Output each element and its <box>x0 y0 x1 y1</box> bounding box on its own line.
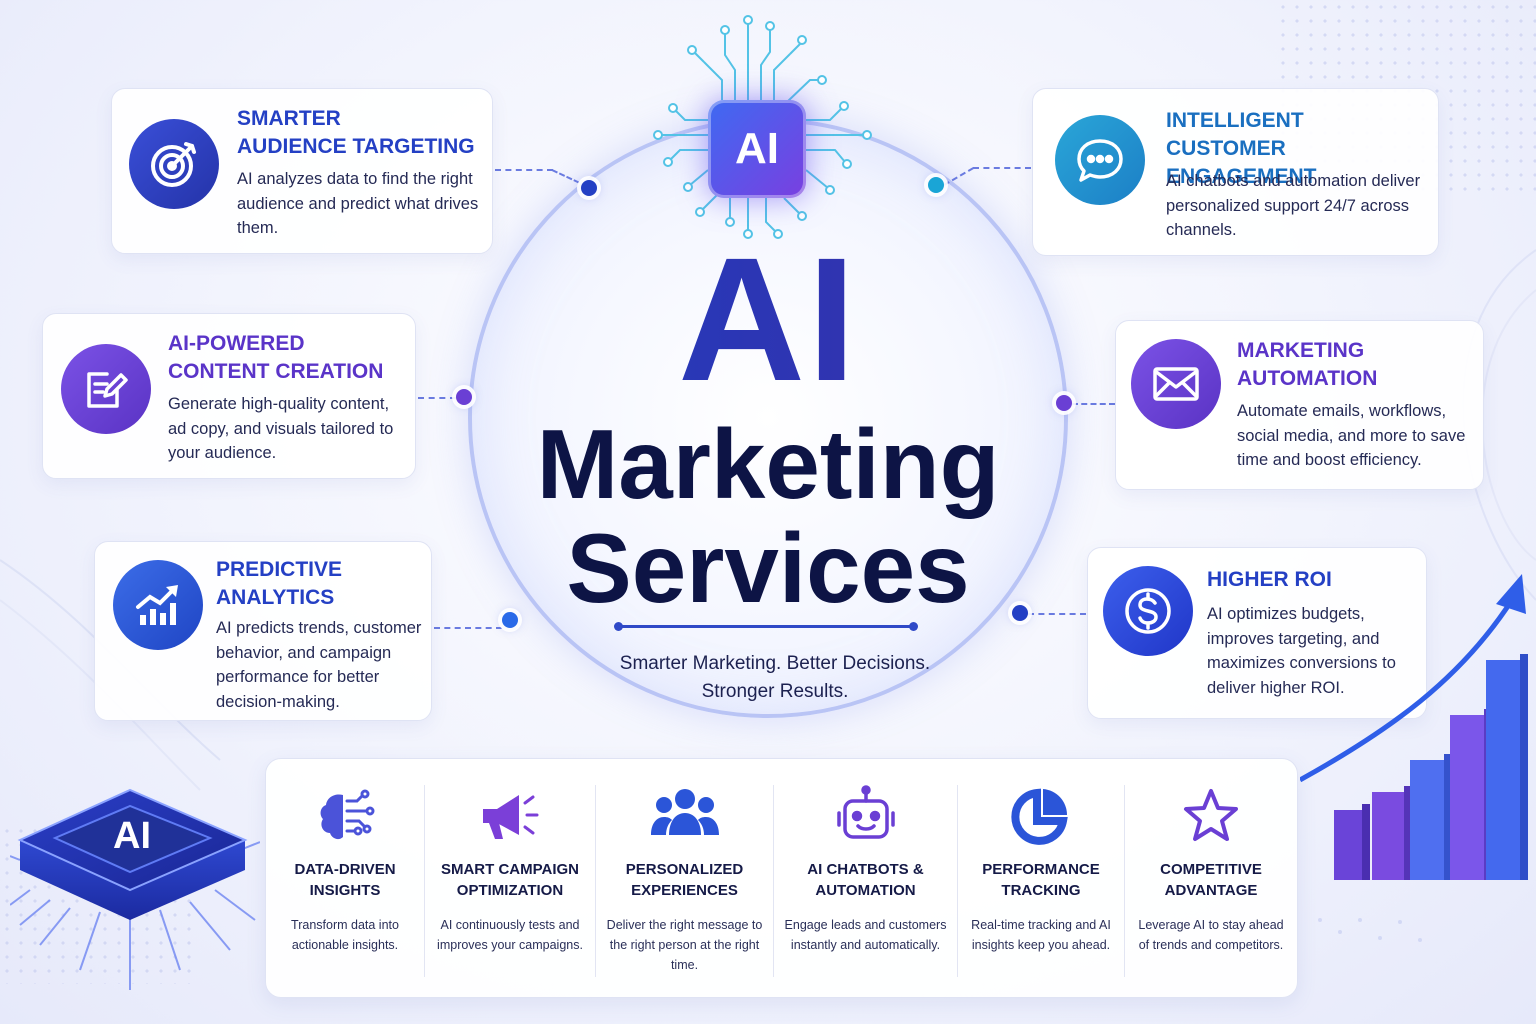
target-icon <box>129 119 219 209</box>
rising-arrow-icon <box>1298 574 1528 942</box>
star-icon <box>1125 785 1297 851</box>
connector-line <box>495 169 553 171</box>
connector-line <box>1028 613 1086 615</box>
tagline-line-2: Stronger Results. <box>701 681 849 702</box>
feature-card-customer-engagement: IntelligentCustomer Engagement AI chatbo… <box>1032 88 1439 256</box>
benefit-title: AI Chatbots &Automation <box>807 861 924 899</box>
connector-node <box>456 389 472 405</box>
growth-chart-icon <box>113 560 203 650</box>
feature-card-audience-targeting: SmarterAudience Targeting AI analyzes da… <box>111 88 493 254</box>
benefits-panel: Data-DrivenInsights Transform data into … <box>265 758 1298 998</box>
feature-card-marketing-automation: MarketingAutomation Automate emails, wor… <box>1115 320 1484 490</box>
feature-title: AI-PoweredContent Creation <box>168 332 384 383</box>
feature-description: Generate high-quality content, ad copy, … <box>168 395 394 462</box>
circuit-lines-icon <box>653 15 872 239</box>
growth-chart-decoration <box>1298 560 1536 1024</box>
benefit-title: PerformanceTracking <box>982 861 1100 899</box>
feature-description: AI chatbots and automation deliver perso… <box>1166 172 1421 239</box>
feature-description: AI predicts trends, customer behavior, a… <box>216 619 422 711</box>
benefit-performance-tracking: PerformanceTracking Real-time tracking a… <box>957 785 1124 977</box>
benefit-chatbots-automation: AI Chatbots &Automation Engage leads and… <box>773 785 957 977</box>
envelope-icon <box>1131 339 1221 429</box>
connector-line <box>973 167 1031 169</box>
benefit-description: Engage leads and customers instantly and… <box>784 918 947 952</box>
benefit-competitive-advantage: CompetitiveAdvantage Leverage AI to stay… <box>1124 785 1297 977</box>
brain-circuit-icon <box>266 785 424 851</box>
title-line-1: Marketing <box>536 409 1000 519</box>
connector-node <box>928 177 944 193</box>
connector-line <box>1072 403 1115 405</box>
dollar-icon <box>1103 566 1193 656</box>
benefit-description: Deliver the right message to the right p… <box>606 918 763 972</box>
benefit-title: Smart CampaignOptimization <box>440 861 580 899</box>
connector-node <box>502 612 518 628</box>
feature-title: Higher ROI <box>1207 568 1332 591</box>
chat-bubble-icon <box>1055 115 1145 205</box>
benefit-description: AI continuously tests and improves your … <box>437 918 583 952</box>
title-ai: AI <box>468 232 1068 408</box>
people-group-icon <box>596 785 773 851</box>
feature-description: AI analyzes data to find the right audie… <box>237 170 479 237</box>
feature-description: AI optimizes budgets, improves targeting… <box>1207 605 1396 697</box>
feature-title: PredictiveAnalytics <box>216 558 343 609</box>
ai-chip-top: AI <box>630 10 890 240</box>
benefit-description: Transform data into actionable insights. <box>291 918 399 952</box>
page-title: Marketing Services <box>468 412 1068 620</box>
benefit-title: Data-DrivenInsights <box>294 861 396 899</box>
ai-chip-left-label: AI <box>113 815 151 857</box>
tagline: Smarter Marketing. Better Decisions. Str… <box>560 650 990 706</box>
connector-node <box>1056 395 1072 411</box>
robot-icon <box>774 785 957 851</box>
benefit-title: PersonalizedExperiences <box>625 861 744 899</box>
connector-node <box>581 180 597 196</box>
circuit-board-icon: AI <box>9 788 261 990</box>
ai-chip-3d: AI <box>9 730 261 1024</box>
tagline-line-1: Smarter Marketing. Better Decisions. <box>619 653 931 674</box>
feature-title: MarketingAutomation <box>1237 339 1378 390</box>
connector-line <box>418 397 456 399</box>
feature-card-higher-roi: Higher ROI AI optimizes budgets, improve… <box>1087 547 1427 719</box>
edit-document-icon <box>61 344 151 434</box>
benefit-title: CompetitiveAdvantage <box>1160 861 1262 899</box>
ai-chip-label: AI <box>708 100 806 198</box>
feature-card-predictive-analytics: PredictiveAnalytics AI predicts trends, … <box>94 541 432 721</box>
feature-title: IntelligentCustomer Engagement <box>1166 109 1317 188</box>
megaphone-icon <box>425 785 595 851</box>
central-ring <box>468 118 1068 718</box>
benefit-campaign-optimization: Smart CampaignOptimization AI continuous… <box>424 785 595 977</box>
connector-node <box>1012 605 1028 621</box>
benefit-data-driven-insights: Data-DrivenInsights Transform data into … <box>266 785 424 977</box>
feature-card-content-creation: AI-PoweredContent Creation Generate high… <box>42 313 416 479</box>
benefit-personalized-experiences: PersonalizedExperiences Deliver the righ… <box>595 785 773 977</box>
pie-chart-icon <box>958 785 1124 851</box>
feature-description: Automate emails, workflows, social media… <box>1237 402 1466 469</box>
benefit-description: Leverage AI to stay ahead of trends and … <box>1138 918 1284 952</box>
connector-line <box>434 627 502 629</box>
feature-title: SmarterAudience Targeting <box>237 107 475 158</box>
title-line-2: Services <box>566 513 970 623</box>
benefit-description: Real-time tracking and AI insights keep … <box>971 918 1111 952</box>
title-divider <box>614 622 918 631</box>
